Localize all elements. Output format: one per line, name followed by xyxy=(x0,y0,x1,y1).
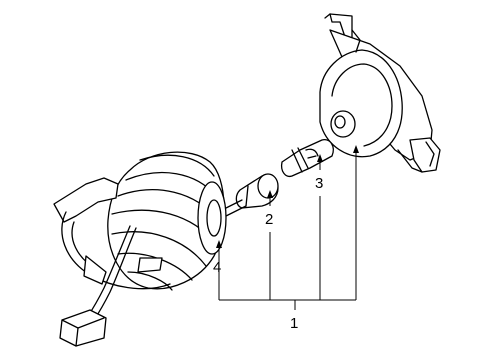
bulb xyxy=(280,139,334,178)
harness-connector xyxy=(59,309,107,347)
callout-4: 4 xyxy=(213,259,221,276)
bulb-socket xyxy=(235,173,279,209)
headlamp-housing xyxy=(319,13,441,173)
callout-1: 1 xyxy=(290,315,298,332)
callout-3: 3 xyxy=(315,175,323,192)
callout-2: 2 xyxy=(265,211,273,228)
callout-leaders xyxy=(216,145,359,310)
wiring-harness xyxy=(53,151,247,321)
